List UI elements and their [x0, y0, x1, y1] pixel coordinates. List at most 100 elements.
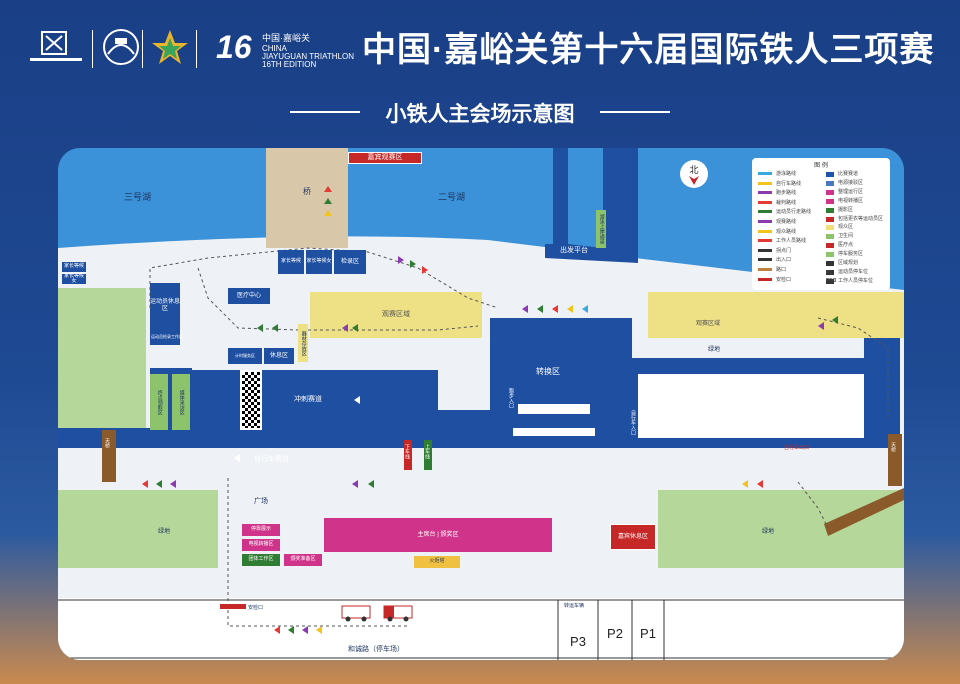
legend-item-label: 观众区 [838, 224, 854, 231]
venue-map: 三号湖 二号湖 桥 嘉宾观赛区 游泳上岸通道 出发平台 家长等候 家长等候女 家… [58, 148, 904, 660]
legend-swatch [758, 172, 772, 175]
bridge-right-label: 天桥 [890, 442, 896, 452]
legend-item-label: 运动员停车位 [838, 268, 869, 275]
finish-line-checker [242, 372, 260, 428]
legend-swatch [758, 191, 772, 195]
legend-swatch [758, 210, 772, 214]
map-legend: 图 例 游泳路线自行车路线跑步路线裁判路线运动员行走路线观赛路线观众路线工作人员… [752, 158, 890, 290]
legend-item-label: 工作人员路线 [776, 238, 807, 245]
legend-item-label: 观赛路线 [776, 219, 797, 225]
legend-item-label: 区域规划 [838, 260, 859, 266]
legend-item-label: 摄影区 [838, 206, 854, 213]
legend-swatch [826, 234, 834, 240]
parking-p1: P1 [640, 625, 656, 641]
page-subtitle: 小铁人主会场示意图 [385, 103, 575, 126]
legend-swatch [758, 239, 772, 243]
legend-item-label: 运动员行走路线 [776, 209, 812, 216]
greenbelt-label-left: 绿地 [158, 529, 171, 535]
logo-text-event: JIAYUGUAN TRIATHLON [262, 52, 355, 61]
legend-swatch [826, 189, 834, 195]
gate-label: 安检口 [248, 605, 264, 611]
ceremony-zone: 主席台 | 颁奖区 [324, 518, 552, 552]
legend-parking-code: P1 [826, 270, 833, 276]
legend-swatch [758, 200, 772, 204]
parent-wait-zone-2: 家长等候女 [306, 250, 332, 274]
mount-line: 上车线 [424, 444, 430, 459]
legend-item-label: 跑步路线 [776, 190, 797, 197]
toilet-left-2: 家长等候女 [62, 272, 86, 284]
legend-item-label: 自行车路线 [776, 180, 802, 187]
toilet-left-1: 家长等候 [62, 262, 86, 272]
subtitle-divider-right [600, 111, 670, 113]
legend-item-label: 观众路线 [776, 228, 797, 235]
route-arrows [142, 186, 838, 634]
legend-swatch [758, 181, 772, 185]
swim-platform: 出发平台 [560, 247, 588, 255]
legend-item-label: 裁判路线 [776, 199, 797, 206]
legend-item-label: 安检口 [776, 276, 792, 283]
edition-number: 16 [216, 29, 252, 65]
sponsor-logos [28, 26, 328, 74]
legend-item-label: 工作人员停车位 [838, 277, 874, 284]
legend-parking-code: P2/3 [826, 278, 837, 284]
legend-item-label: 卫生间 [838, 233, 854, 240]
legend-swatch [826, 252, 834, 258]
legend-item-label: 包括更衣等运动员区 [838, 215, 884, 222]
bike-lane-label: 自行车赛道 [254, 456, 289, 463]
page-title: 中国·嘉峪关第十六届国际铁人三项赛 [362, 31, 935, 69]
medical-center: 医疗中心 [228, 288, 270, 304]
legend-swatch [826, 216, 834, 222]
legend-swatch [758, 268, 772, 271]
legend-item-label: 拐点门 [776, 247, 792, 254]
legend-swatch [758, 220, 772, 223]
legend-item-label: 出入口 [776, 257, 792, 264]
vip-rest-zone: 嘉宾休息区 [610, 524, 656, 550]
greenbelt-label-right2: 绿地 [762, 529, 775, 535]
bridge-left-label: 天桥 [104, 438, 110, 448]
legend-item-label: 电视转播区 [838, 197, 864, 204]
compass: 北 [680, 160, 708, 188]
road-label: 和诚路（停车场） [348, 646, 404, 653]
swim-zone-green: 游泳上岸通道 [596, 210, 606, 248]
legend-swatch [826, 198, 834, 204]
legend-swatch [826, 172, 834, 177]
legend-swatch [826, 207, 834, 213]
bridge-label: 桥 [303, 187, 311, 196]
jiayuguan-emblem-icon [103, 29, 139, 65]
watch-zone-center: 观赛区域 [382, 311, 410, 319]
checkin-zone: 检录区 [334, 250, 366, 274]
vip-watch-zone: 嘉宾观赛区 [348, 152, 422, 164]
athlete-rest-zone: 运动员休息区 [150, 299, 181, 312]
legend-swatch [758, 248, 772, 252]
legend-swatch [826, 278, 834, 284]
dismount-line: 下车线 [404, 444, 410, 459]
greenbelt-label-right: 绿地 [708, 347, 721, 353]
legend-item-label: 整理运行区 [838, 188, 864, 195]
bike-entry-label: 自行车入口 [630, 410, 636, 435]
timing-zone: 计时服务区 [228, 348, 262, 364]
award-prep-zone: 颁奖准备区 [284, 554, 322, 566]
watch-zone-right: 观赛区域 [695, 320, 720, 327]
tv-zone: 电视转播区 [242, 539, 280, 551]
compass-label: 北 [689, 165, 699, 175]
north-arrow-icon [689, 176, 699, 185]
parking-bus-label: 转运车辆 [564, 603, 585, 609]
parking-p3: P3 [570, 633, 586, 649]
legend-swatch [826, 261, 834, 266]
sponsor-zone: 停靠展示 [242, 524, 280, 536]
legend-swatch [826, 243, 834, 249]
equipment-zone: 器材存放区 [298, 324, 308, 362]
legend-item-label: 电源接驳区 [838, 179, 864, 186]
legend-item-label: 路口 [776, 267, 787, 273]
run-entry-label: 跑步入口 [508, 388, 514, 408]
finish-exit-zone: 终点领取区 [150, 374, 168, 430]
media-zone: 媒体采访区 [172, 374, 190, 430]
athlete-work-zone: 运动员检录工作区 [151, 333, 183, 339]
volunteer-zone: 团体工作区 [242, 554, 280, 566]
legend-title: 图 例 [814, 163, 828, 169]
legend-swatch [826, 180, 834, 186]
parent-wait-zone-1: 家长等候 [278, 250, 304, 274]
transition-zone-label: 转换区 [536, 367, 560, 376]
bike-exit-label: 自行车出口 [784, 445, 810, 451]
lake3-label: 三号湖 [124, 192, 152, 202]
